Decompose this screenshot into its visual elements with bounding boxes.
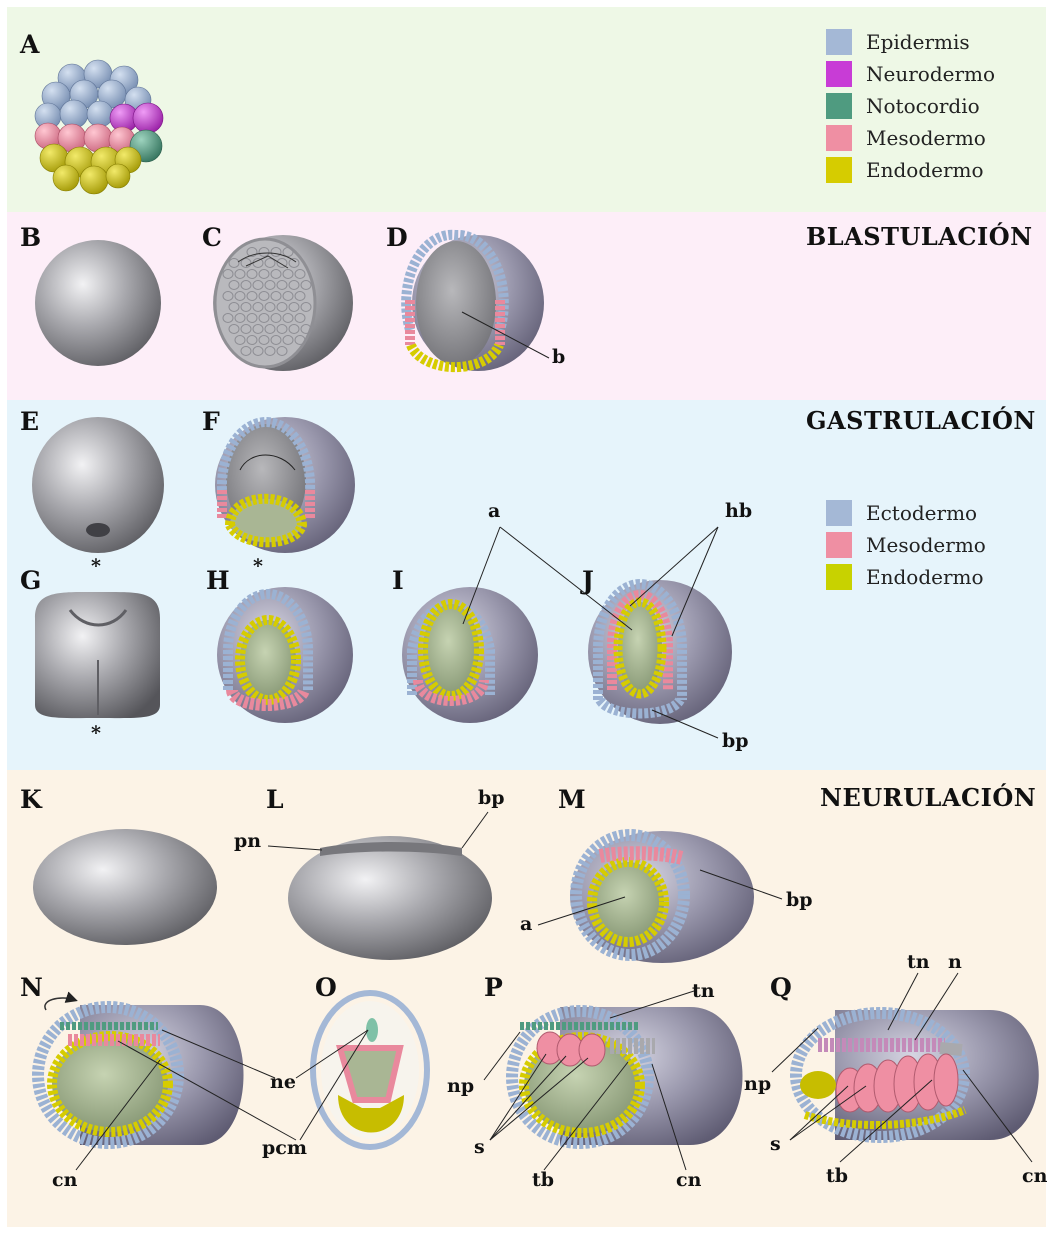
panel-label-m: M xyxy=(558,785,586,814)
sphere-b xyxy=(35,240,161,366)
annotation-bp-gast: bp xyxy=(722,730,749,752)
annotation-hb: hb xyxy=(725,500,752,522)
annotation-a-m: a xyxy=(520,913,532,935)
legend-swatch-mesodermo xyxy=(826,125,852,151)
legend-swatch-endodermo xyxy=(826,157,852,183)
panel-label-a: A xyxy=(20,30,39,59)
annotation-pcm: pcm xyxy=(262,1137,307,1159)
panel-label-q: Q xyxy=(770,973,792,1002)
neurula-p xyxy=(512,1007,743,1145)
legend-label-ectodermo: Ectodermo xyxy=(866,501,977,525)
annotation-tb-p: tb xyxy=(532,1169,554,1191)
gastrula-j xyxy=(588,580,732,724)
section-title-blastulation: BLASTULACIÓN xyxy=(806,222,1033,251)
neurula-q xyxy=(796,1010,1039,1140)
neurula-n xyxy=(38,998,244,1145)
neurula-p-somites xyxy=(537,1032,605,1066)
annotation-tn-q: tn xyxy=(907,951,930,973)
panel-label-f: F xyxy=(202,407,220,436)
annotation-tb-q: tb xyxy=(826,1165,848,1187)
panel-label-p: P xyxy=(484,973,503,1002)
panel-label-g: G xyxy=(20,566,41,595)
annotation-n-q: n xyxy=(948,951,962,973)
gastrula-h xyxy=(217,587,353,723)
legend-swatch-mesodermo-gast xyxy=(826,532,852,558)
panel-label-j: J xyxy=(582,566,594,595)
neurula-l xyxy=(288,836,492,960)
legend-swatch-neurodermo xyxy=(826,61,852,87)
gastrula-i xyxy=(402,587,538,723)
blastula-c xyxy=(213,235,353,371)
legend-swatch-epidermis xyxy=(826,29,852,55)
annotation-cn-q: cn xyxy=(1022,1165,1047,1187)
annotation-s-q: s xyxy=(770,1133,781,1155)
annotation-asterisk-g: * xyxy=(91,722,101,744)
panel-label-c: C xyxy=(202,223,222,252)
blastula-d xyxy=(406,235,544,371)
annotation-np-p: np xyxy=(447,1075,474,1097)
morula-a xyxy=(35,60,163,194)
legend-label-endodermo: Endodermo xyxy=(866,158,984,182)
legend-label-endodermo-gast: Endodermo xyxy=(866,565,984,589)
legend-label-mesodermo-gast: Mesodermo xyxy=(866,533,986,557)
panel-label-b: B xyxy=(20,223,41,252)
section-title-gastrulation: GASTRULACIÓN xyxy=(806,406,1036,435)
legend-swatch-endodermo-gast xyxy=(826,564,852,590)
morula-endodermo-cells xyxy=(40,144,141,194)
annotation-pn: pn xyxy=(234,830,261,852)
gastrula-g xyxy=(35,592,160,718)
neurula-o xyxy=(313,993,427,1147)
neurula-k xyxy=(33,829,217,945)
legend-swatch-notocordio xyxy=(826,93,852,119)
neurula-m xyxy=(570,831,754,963)
gastrula-e xyxy=(32,417,164,553)
annotation-b: b xyxy=(552,346,565,368)
section-title-neurulation: NEURULACIÓN xyxy=(820,783,1036,812)
annotation-asterisk-e: * xyxy=(91,555,101,577)
panel-label-o: O xyxy=(315,973,337,1002)
panel-label-l: L xyxy=(266,785,284,814)
annotation-asterisk-f: * xyxy=(253,555,263,577)
legend-label-mesodermo: Mesodermo xyxy=(866,126,986,150)
annotation-ne: ne xyxy=(270,1071,296,1093)
annotation-bp-l: bp xyxy=(478,787,505,809)
panel-label-k: K xyxy=(20,785,42,814)
legend-swatch-ectodermo xyxy=(826,500,852,526)
panel-label-h: H xyxy=(206,566,230,595)
panel-label-i: I xyxy=(392,566,404,595)
annotation-a-gast: a xyxy=(488,500,500,522)
annotation-cn-n: cn xyxy=(52,1169,77,1191)
legend-label-neurodermo: Neurodermo xyxy=(866,62,995,86)
panel-label-d: D xyxy=(386,223,408,252)
annotation-tn-p: tn xyxy=(692,980,715,1002)
legend-label-epidermis: Epidermis xyxy=(866,30,970,54)
panel-label-n: N xyxy=(20,973,43,1002)
annotation-np-q: np xyxy=(744,1073,771,1095)
annotation-s-p: s xyxy=(474,1136,485,1158)
gastrula-f xyxy=(215,417,355,553)
panel-label-e: E xyxy=(20,407,39,436)
legend-label-notocordio: Notocordio xyxy=(866,94,980,118)
annotation-cn-p: cn xyxy=(676,1169,701,1191)
annotation-bp-m: bp xyxy=(786,889,813,911)
